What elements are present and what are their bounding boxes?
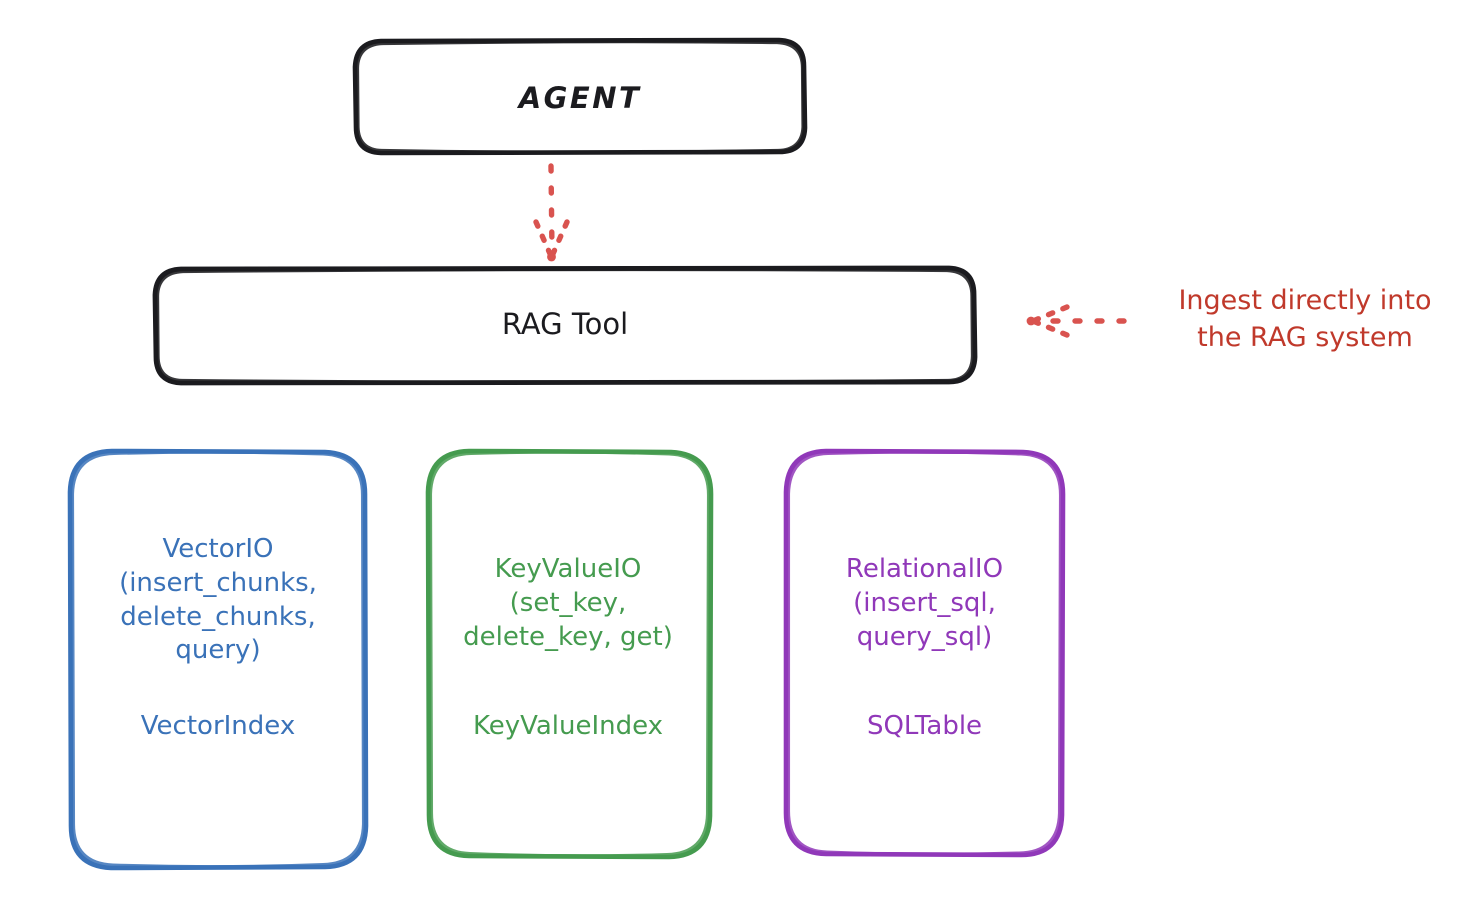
ingest-arrow-tip [1026,316,1036,326]
relational-io-node[interactable] [783,448,1066,858]
agent-to-rag-arrow-tip [547,252,556,262]
rag-tool-node[interactable] [152,265,978,386]
vector-io-box-stroke [67,448,369,871]
ingest-arrow-head-top [1030,304,1070,324]
ingest-arrow [1026,304,1127,338]
agent-to-rag-arrow-head-left [533,219,554,259]
vector-io-box-stroke-overdraw [70,450,366,869]
rag-tool-box-stroke [152,265,978,386]
ingest-arrow-head-bottom [1030,318,1070,338]
key-value-io-box-stroke-overdraw [428,450,711,858]
relational-io-box-stroke [783,448,1066,858]
agent-to-rag-arrow [533,163,570,262]
vector-io-node[interactable] [67,448,369,871]
key-value-io-node[interactable] [425,448,714,860]
agent-to-rag-arrow-head-right [549,219,570,259]
agent-box-stroke [352,37,808,156]
agent-box-stroke-overdraw [355,40,805,154]
rag-tool-box-stroke-overdraw [155,267,975,384]
relational-io-box-stroke-overdraw [786,450,1063,856]
key-value-io-box-stroke [425,448,714,860]
agent-node[interactable] [352,37,808,156]
agent-to-rag-arrow-shaft [548,163,555,255]
